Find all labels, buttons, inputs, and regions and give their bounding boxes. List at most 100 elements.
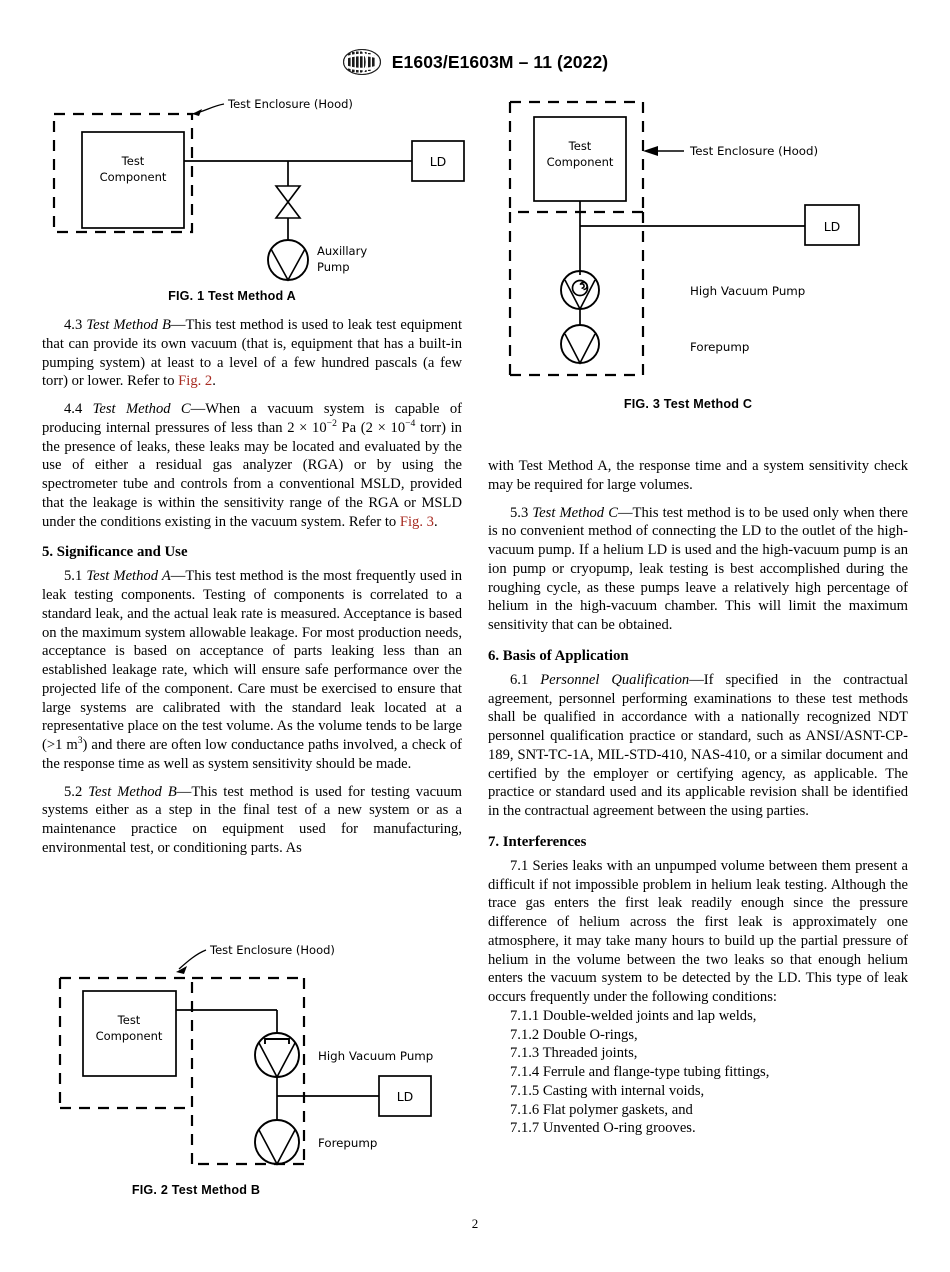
fig2-test-component-box (82, 990, 177, 1077)
figure-1: Test Component Test Enclosure (Hood) LD … (42, 92, 472, 303)
fig3-hvp-spiral-inner (579, 281, 588, 291)
fig1-ld-box (411, 140, 465, 182)
section-7-heading: 7. Interferences (488, 833, 587, 850)
fig2-forepump-icon (254, 1119, 300, 1165)
p52-body: —This test method is used for testing va… (42, 783, 463, 856)
left-column-text: 4.3 Test Method B—This test method is us… (42, 316, 462, 858)
list-item: 7.1.7 Unvented O-ring grooves. (510, 1120, 696, 1137)
fig1-hood-leader-arrow (192, 109, 202, 116)
fig3-ld-label: LD (824, 219, 841, 234)
fig2-hood-label: Test Enclosure (Hood) (209, 943, 335, 957)
p44-body-d: . (433, 513, 438, 530)
fig1-valve-upper (274, 185, 302, 204)
p51-body-a: —This test method is the most frequently… (42, 568, 462, 753)
fig1-test-component-box (81, 131, 185, 229)
fig2-component-label-line2: Component (96, 1029, 163, 1043)
figure-3-caption: FIG. 3 Test Method C (623, 397, 753, 411)
fig3-hood-lower (508, 212, 645, 377)
list-item: 7.1.3 Threaded joints, (510, 1045, 638, 1062)
p61-body: —If specified in the contractual agreeme… (488, 671, 909, 819)
p43-body-a: —This test method is used to leak test e… (42, 317, 462, 390)
fig2-ld-label: LD (397, 1089, 414, 1104)
list-item: 7.1.6 Flat polymer gaskets, and (510, 1101, 693, 1118)
p53-body: —This test method is to be used only whe… (488, 504, 909, 634)
fig2-forepump-label: Forepump (318, 1136, 377, 1150)
fig3-hood-leader-arrow (643, 146, 658, 156)
fig3-hvp-label: High Vacuum Pump (690, 284, 805, 298)
fig1-aux-pump-label-line1: Auxillary (317, 244, 367, 258)
page-header: E1603/E1603M – 11 (2022) (0, 48, 950, 82)
paragraph-5-2-continued: with Test Method A, the response time an… (488, 458, 908, 493)
paragraph-4-4: 4.4 Test Method C—When a vacuum system i… (42, 400, 462, 531)
p43-fig-reference[interactable]: Fig. 2 (178, 373, 213, 390)
p43-number: 4.3 (64, 317, 83, 333)
p44-fig-reference[interactable]: Fig. 3 (399, 513, 434, 530)
p44-body-c: torr) in the presence of leaks, these le… (42, 419, 462, 530)
paragraph-5-2: 5.2 Test Method B—This test method is us… (42, 783, 462, 858)
p43-title: Test Method B (86, 317, 171, 333)
fig2-hood-leader-arrow (176, 966, 187, 974)
fig2-ld-box (378, 1075, 432, 1117)
figure-2: Test Component Test Enclosure (Hood) Hig… (46, 938, 466, 1197)
list-item: 7.1.5 Casting with internal voids, (510, 1082, 705, 1099)
fig1-aux-pump-icon (267, 239, 309, 281)
p51-body-b: ) and there are often low conductance pa… (42, 737, 462, 772)
p51-title: Test Method A (86, 568, 171, 585)
fig1-valve-lower (274, 200, 302, 219)
fig1-aux-pump-label-line2: Pump (317, 260, 350, 274)
p61-title: Personnel Qualification (540, 671, 690, 688)
list-item: 7.1.2 Double O-rings, (510, 1026, 638, 1043)
fig1-hood-boundary (52, 112, 194, 234)
p51-number: 5.1 (64, 568, 83, 585)
page-number: 2 (471, 1216, 479, 1231)
paragraph-5-3: 5.3 Test Method C—This test method is to… (488, 504, 908, 635)
fig2-hood-right (190, 976, 306, 1166)
p44-body-b: Pa (2 × 10 (336, 419, 406, 436)
p71-body: Series leaks with an unpumped volume bet… (488, 857, 908, 1005)
fig3-ld-box (804, 204, 860, 246)
fig2-hood-left (58, 976, 192, 1110)
p53-title: Test Method C (532, 504, 618, 521)
fig2-hvp-bracket (264, 1038, 290, 1044)
p53-number: 5.3 (510, 504, 529, 521)
fig3-hood-upper (508, 100, 645, 214)
section-6-heading: 6. Basis of Application (488, 647, 629, 664)
fig3-forepump-icon (560, 324, 600, 364)
p43-body-b: . (212, 373, 216, 390)
fig2-hvp-label: High Vacuum Pump (318, 1049, 433, 1063)
p44-exponent-2: −4 (405, 417, 416, 429)
fig1-hood-label: Test Enclosure (Hood) (227, 97, 353, 111)
fig3-component-label-line1: Test (568, 139, 592, 153)
fig3-hood-label: Test Enclosure (Hood) (689, 144, 818, 158)
list-item: 7.1.1 Double-welded joints and lap welds… (510, 1007, 757, 1024)
fig1-component-label-line2: Component (100, 170, 167, 184)
fig3-forepump-label: Forepump (690, 340, 749, 354)
fig2-forepump-vane (258, 1129, 296, 1166)
p51-exponent: 3 (77, 735, 83, 747)
paragraph-7-1: 7.1 Series leaks with an unpumped volume… (488, 857, 908, 1007)
p52-number: 5.2 (64, 783, 83, 800)
right-column-text: with Test Method A, the response time an… (488, 457, 908, 1138)
fig3-component-label-line2: Component (547, 155, 614, 169)
paragraph-4-3: 4.3 Test Method B—This test method is us… (42, 316, 462, 391)
interferences-sublist: 7.1.1 Double-welded joints and lap welds… (488, 1007, 908, 1138)
figure-2-caption: FIG. 2 Test Method B (131, 1183, 261, 1197)
figure-1-diagram: Test Component Test Enclosure (Hood) LD … (52, 97, 465, 282)
p44-number: 4.4 (64, 401, 83, 417)
p44-title: Test Method C (92, 401, 191, 417)
paragraph-6-1: 6.1 Personnel Qualification—If specified… (488, 671, 908, 821)
section-5-heading: 5. Significance and Use (42, 544, 188, 561)
list-item: 7.1.4 Ferrule and flange-type tubing fit… (510, 1064, 770, 1080)
fig1-ld-label: LD (430, 154, 447, 169)
document-title: E1603/E1603M – 11 (2022) (391, 51, 609, 72)
figure-1-caption: FIG. 1 Test Method A (168, 289, 296, 303)
figure-3: Test Component Test Enclosure (Hood) LD … (488, 92, 918, 411)
fig2-component-label-line1: Test (117, 1013, 141, 1027)
fig3-forepump-vane (564, 333, 596, 365)
p61-number: 6.1 (510, 671, 529, 688)
fig2-hood-leader-line (178, 949, 207, 970)
p71-number: 7.1 (510, 857, 529, 874)
figure-3-diagram: Test Component Test Enclosure (Hood) LD … (508, 100, 860, 377)
p52-title: Test Method B (88, 783, 177, 800)
astm-logo-icon (342, 48, 382, 76)
